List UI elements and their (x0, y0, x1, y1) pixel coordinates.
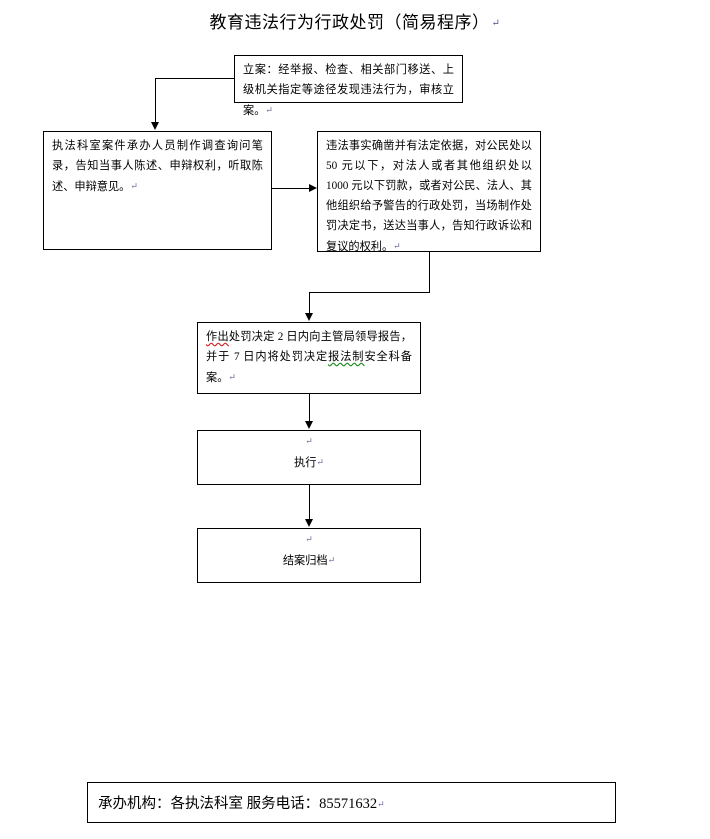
arrowhead-to-decision-icon (309, 184, 317, 192)
connector-filing-to-investigation-vertical (155, 78, 156, 123)
connector-report-to-execute (309, 394, 310, 422)
node-report-text-wrap: 作出处罚决定 2 日内向主管局领导报告，并于 7 日内将处罚决定报法制安全科备案… (198, 323, 420, 388)
connector-decision-down-vertical (429, 252, 430, 292)
node-execute-text-wrap: ↵ 执行↵ (198, 431, 420, 473)
node-report[interactable]: 作出处罚决定 2 日内向主管局领导报告，并于 7 日内将处罚决定报法制安全科备案… (197, 322, 421, 394)
node-archive[interactable]: ↵ 结案归档↵ (197, 528, 421, 583)
paragraph-mark-icon: ↵ (491, 18, 501, 29)
node-execute-text: 执行 (294, 457, 317, 469)
paragraph-mark-icon: ↵ (228, 372, 236, 382)
node-archive-text: 结案归档 (282, 555, 328, 567)
connector-decision-to-report-vertical (309, 292, 310, 314)
paragraph-mark-icon: ↵ (305, 436, 313, 446)
paragraph-mark-icon: ↵ (265, 105, 273, 115)
node-archive-text-wrap: ↵ 结案归档↵ (198, 529, 420, 571)
node-execute-blank-line: ↵ (206, 431, 412, 452)
node-filing-text-wrap: 立案：经举报、检查、相关部门移送、上级机关指定等途径发现违法行为，审核立案。↵ (235, 56, 462, 121)
node-execute[interactable]: ↵ 执行↵ (197, 430, 421, 485)
node-report-text-2: 处罚决定 2 日内向主管局领导报告，并于 7 日内将处罚决定 (206, 331, 412, 363)
connector-investigation-to-decision (272, 188, 312, 189)
page-title: 教育违法行为行政处罚（简易程序）↵ (0, 8, 710, 33)
paragraph-mark-icon: ↵ (316, 457, 324, 467)
paragraph-mark-icon: ↵ (130, 181, 138, 191)
node-decision[interactable]: 违法事实确凿并有法定依据，对公民处以 50 元以下，对法人或者其他组织处以 10… (317, 131, 541, 253)
node-investigation-text-wrap: 执法科室案件承办人员制作调查询问笔录，告知当事人陈述、申辩权利，听取陈述、申辩意… (44, 132, 271, 197)
node-investigation-text: 执法科室案件承办人员制作调查询问笔录，告知当事人陈述、申辩权利，听取陈述、申辩意… (52, 140, 263, 193)
paragraph-mark-icon: ↵ (393, 241, 401, 251)
node-decision-text: 违法事实确凿并有法定依据，对公民处以 50 元以下，对法人或者其他组织处以 10… (326, 140, 532, 253)
footer-text: 承办机构：各执法科室 服务电话：85571632 (98, 796, 378, 812)
node-investigation[interactable]: 执法科室案件承办人员制作调查询问笔录，告知当事人陈述、申辩权利，听取陈述、申辩意… (43, 131, 272, 250)
arrowhead-to-report-icon (305, 313, 313, 321)
connector-execute-to-archive (309, 485, 310, 519)
arrowhead-to-archive-icon (305, 519, 313, 527)
node-archive-line: 结案归档↵ (206, 550, 412, 571)
connector-filing-to-investigation-horizontal (155, 78, 234, 79)
arrowhead-to-investigation-icon (151, 122, 159, 130)
paragraph-mark-icon: ↵ (377, 799, 385, 809)
paragraph-mark-icon: ↵ (305, 534, 313, 544)
node-report-text-flagged-1: 作出 (206, 331, 229, 343)
node-execute-line: 执行↵ (206, 452, 412, 473)
node-report-text-4: 安全科备案。 (206, 351, 412, 384)
connector-decision-to-report-horizontal (309, 292, 430, 293)
node-archive-blank-line: ↵ (206, 529, 412, 550)
arrowhead-to-execute-icon (305, 421, 313, 429)
node-filing[interactable]: 立案：经举报、检查、相关部门移送、上级机关指定等途径发现违法行为，审核立案。↵ (234, 55, 463, 117)
paragraph-mark-icon: ↵ (327, 555, 336, 565)
footer-info-box: 承办机构：各执法科室 服务电话：85571632↵ (87, 782, 616, 823)
page-title-text: 教育违法行为行政处罚（简易程序） (209, 13, 490, 32)
node-report-text-flagged-3: 报法制 (328, 351, 365, 363)
node-decision-text-wrap: 违法事实确凿并有法定依据，对公民处以 50 元以下，对法人或者其他组织处以 10… (318, 132, 540, 257)
node-filing-text: 立案：经举报、检查、相关部门移送、上级机关指定等途径发现违法行为，审核立案。 (243, 64, 454, 117)
footer-text-wrap: 承办机构：各执法科室 服务电话：85571632↵ (88, 792, 385, 813)
